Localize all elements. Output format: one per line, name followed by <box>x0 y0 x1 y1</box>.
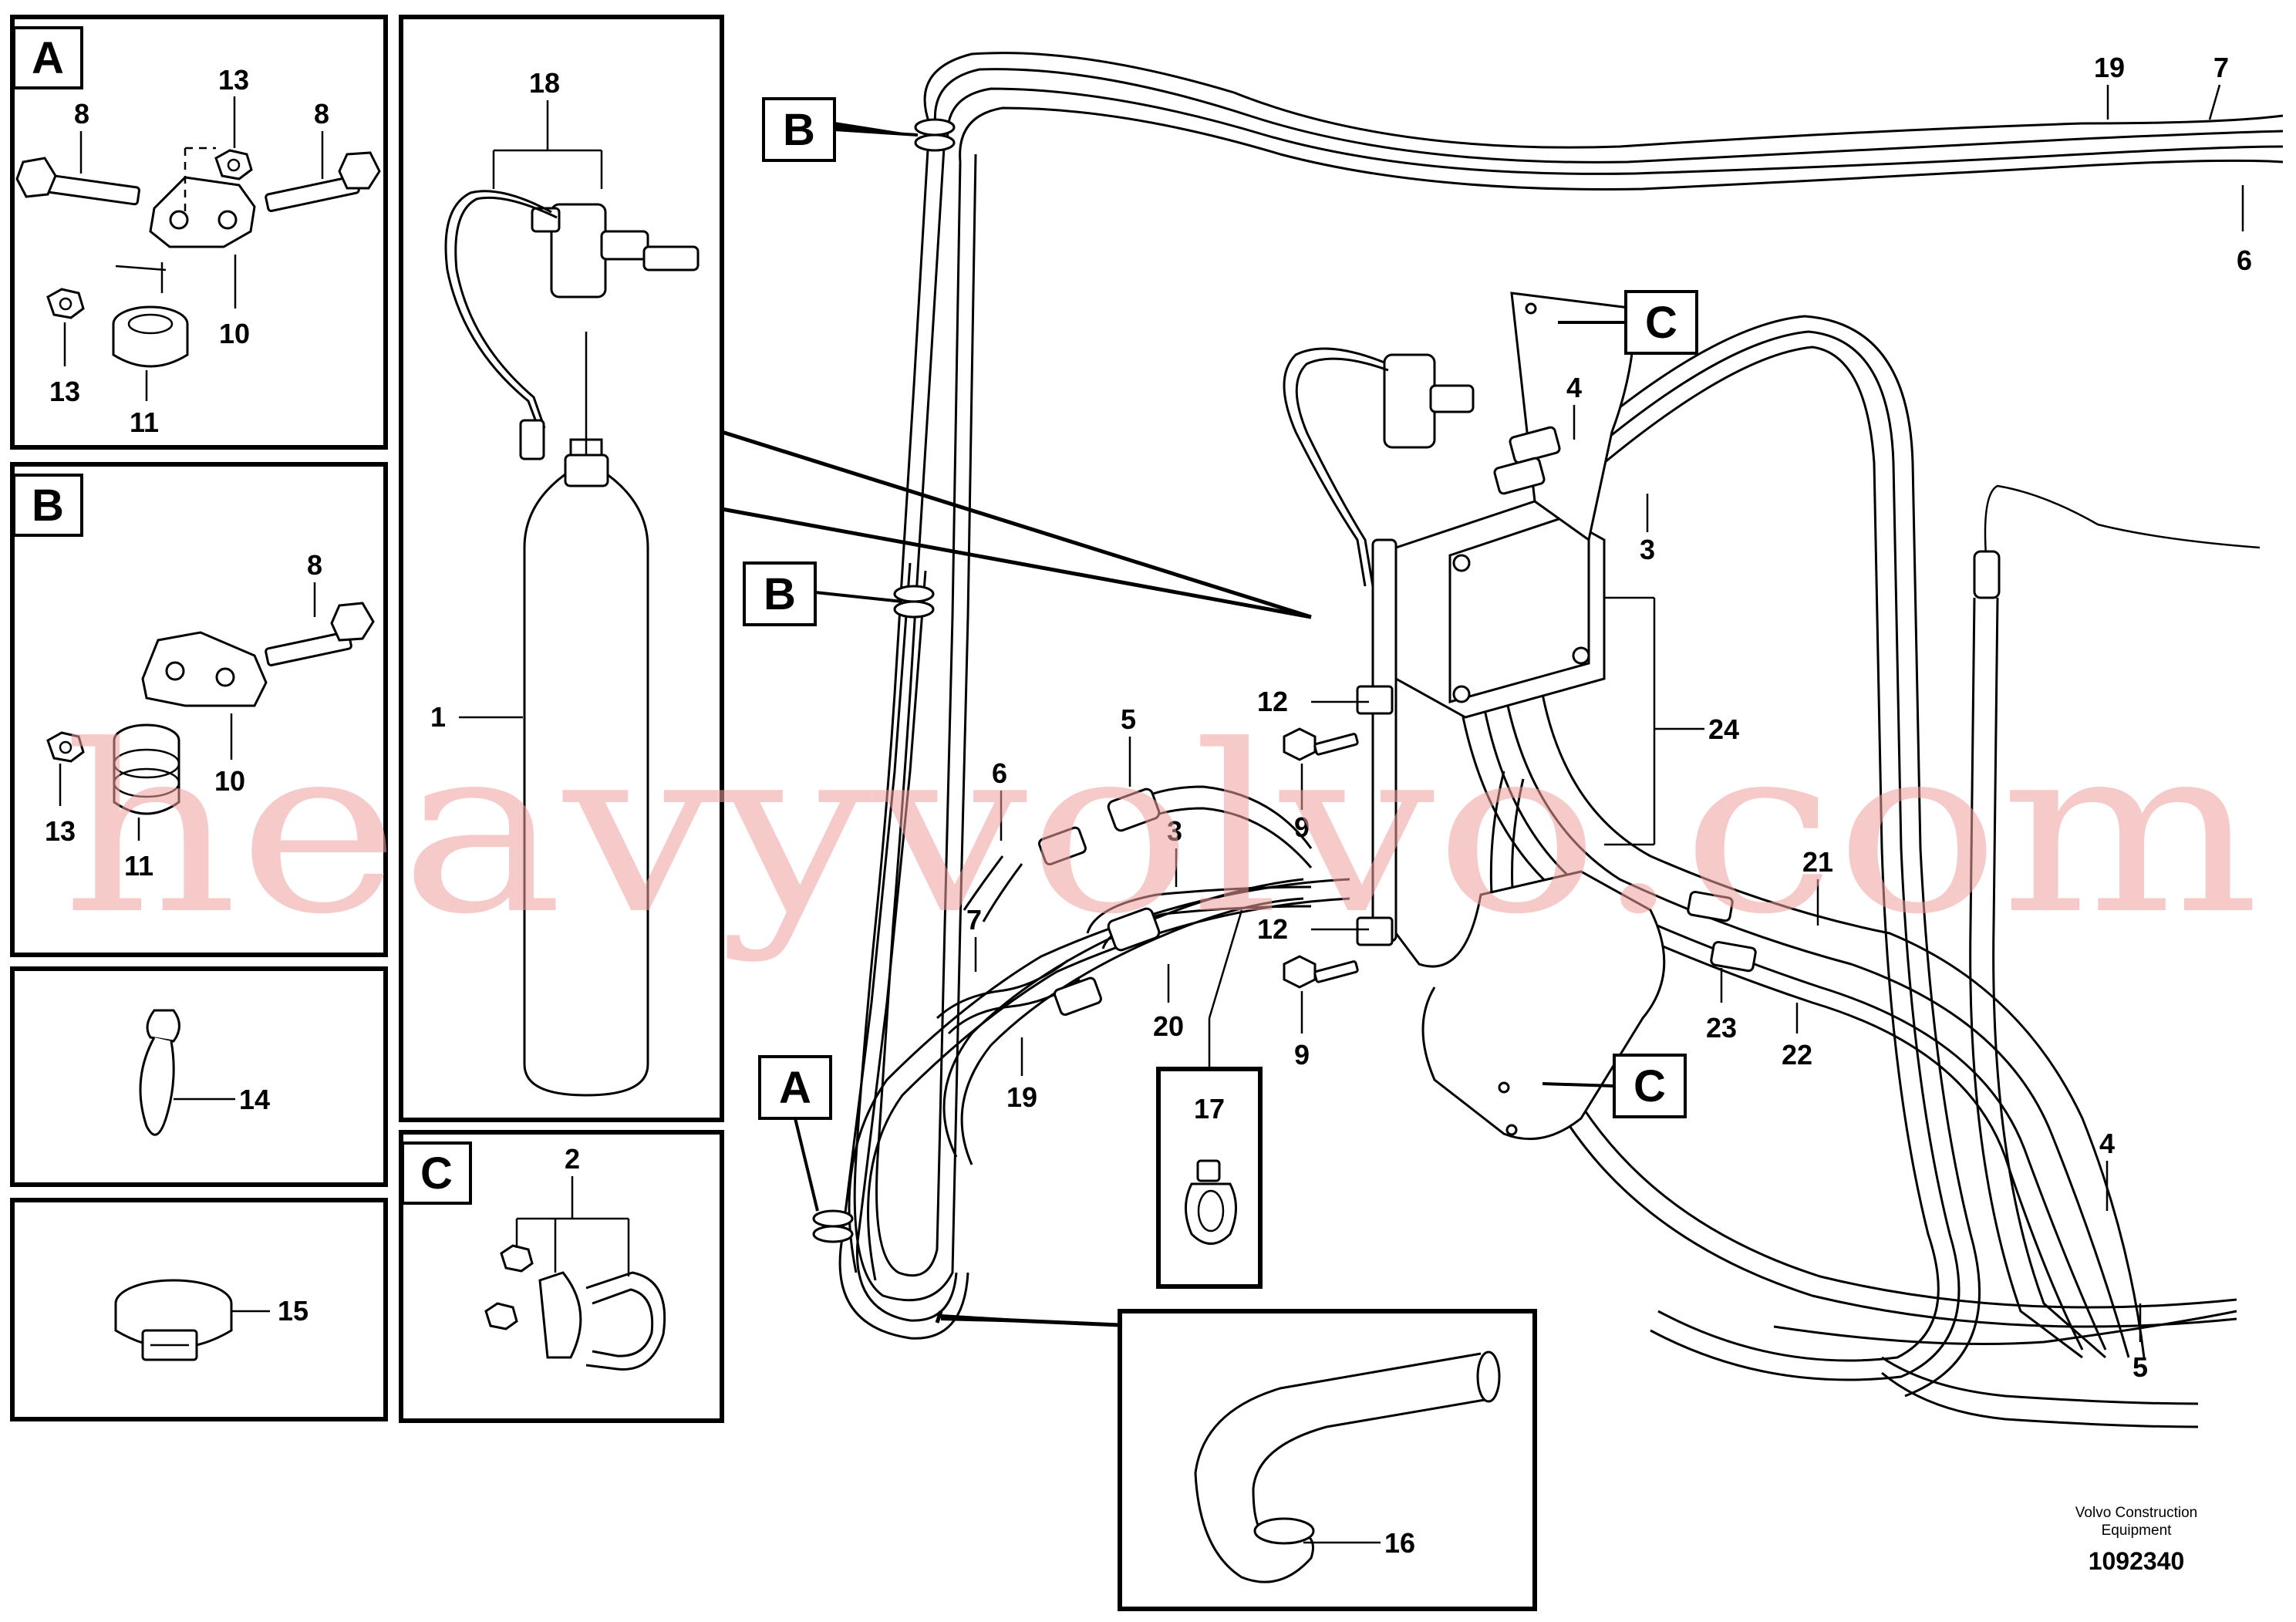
callout-8: 8 <box>307 549 322 581</box>
callout-letter-c: C <box>1645 298 1677 348</box>
p-clip-icon <box>1185 1159 1237 1245</box>
nut-icon <box>214 149 253 180</box>
callout-11: 11 <box>124 850 153 882</box>
connector-icon <box>1038 426 1757 1017</box>
drawing-number: 1092340 <box>2089 1547 2185 1575</box>
bolt-icon <box>265 151 381 212</box>
bracket-icon <box>141 631 268 707</box>
callout-9: 9 <box>1294 1039 1310 1071</box>
caption: Volvo Construction Equipment 1092340 <box>2075 1505 2197 1575</box>
callout-7: 7 <box>966 904 982 936</box>
callout-9: 9 <box>1294 811 1310 843</box>
panel-c-letter: C <box>420 1148 453 1199</box>
hose-elbow-icon <box>1194 1351 1501 1583</box>
callout-10: 10 <box>219 318 250 349</box>
callout-19: 19 <box>1006 1081 1037 1113</box>
detail-panel-hose-clamp: 15 <box>10 1198 388 1421</box>
valve-icon <box>531 203 700 298</box>
callout-16: 16 <box>1384 1527 1415 1559</box>
callout-13: 13 <box>218 64 249 96</box>
callout-13: 13 <box>45 815 76 847</box>
nut-icon <box>500 1244 534 1273</box>
bolt-icon <box>1283 955 1359 989</box>
callout-17: 17 <box>1194 1093 1225 1125</box>
watermark: heavyvolvo.com <box>62 696 2260 965</box>
nut-icon <box>484 1302 518 1330</box>
callout-13: 13 <box>49 376 80 407</box>
callout-5: 5 <box>2132 1351 2148 1383</box>
callout-3: 3 <box>1167 815 1182 847</box>
detail-panel-hose-elbow: 16 <box>940 1309 1537 1611</box>
callout-21: 21 <box>1802 846 1833 878</box>
detail-panel-cylinder: 18 1 <box>399 15 724 1122</box>
caption-company-line2: Equipment <box>2102 1523 2173 1539</box>
callout-11: 11 <box>130 406 159 438</box>
callout-15: 15 <box>278 1295 308 1327</box>
callout-24: 24 <box>1708 713 1739 745</box>
callout-10: 10 <box>214 765 245 797</box>
clip-icon <box>538 1271 666 1371</box>
callout-6: 6 <box>992 757 1007 789</box>
detail-panel-a: A <box>10 15 388 450</box>
detail-panel-c: C 2 <box>399 1130 724 1423</box>
nut-icon <box>46 288 85 319</box>
callout-2: 2 <box>565 1143 580 1175</box>
callout-1: 1 <box>430 701 446 733</box>
bracket-icon <box>149 147 256 248</box>
callout-18: 18 <box>529 67 560 99</box>
callout-letter-b: B <box>783 105 815 155</box>
callout-12: 12 <box>1257 686 1288 717</box>
callout-5: 5 <box>1121 703 1136 735</box>
bolt-icon <box>15 157 140 206</box>
hose-clamp-icon <box>114 1279 233 1361</box>
callout-4: 4 <box>2099 1128 2115 1159</box>
detail-panel-b: B 8 10 13 11 <box>10 462 388 957</box>
callout-8: 8 <box>314 98 329 130</box>
valve-icon <box>1283 347 1475 587</box>
panel-b-letter: B <box>32 481 64 531</box>
number-callouts: 19 7 6 4 3 24 12 12 9 9 5 6 <box>966 52 2252 1383</box>
bolt-icon <box>265 602 375 666</box>
callout-3: 3 <box>1640 534 1655 565</box>
grommet-icon <box>113 723 180 815</box>
main-hose-assembly <box>812 52 2284 1428</box>
caption-company: Volvo Construction <box>2075 1505 2197 1521</box>
callout-letter-c: C <box>1633 1061 1666 1111</box>
grommet-icon <box>112 262 189 368</box>
detail-panel-cable-tie: 14 <box>10 966 388 1187</box>
panel-a-letter: A <box>32 33 64 83</box>
callout-7: 7 <box>2213 52 2229 83</box>
callout-4: 4 <box>1566 372 1582 403</box>
cable-tie-icon <box>139 1009 180 1136</box>
callout-23: 23 <box>1706 1012 1737 1044</box>
detail-panel-clip: 17 <box>1156 909 1263 1289</box>
gas-cylinder-icon <box>523 332 649 1097</box>
callout-20: 20 <box>1153 1010 1184 1042</box>
callout-19: 19 <box>2094 52 2125 83</box>
bolt-icon <box>1283 727 1359 761</box>
callout-letter-b: B <box>764 569 796 619</box>
callout-6: 6 <box>2237 244 2252 276</box>
grommet-icon <box>812 118 956 1243</box>
letter-callouts: B B A C C <box>743 97 1698 1212</box>
sensor-line-icon <box>444 190 558 460</box>
nut-icon <box>46 731 85 763</box>
callout-12: 12 <box>1257 913 1288 945</box>
callout-letter-a: A <box>779 1063 811 1113</box>
callout-8: 8 <box>74 98 89 130</box>
callout-22: 22 <box>1782 1039 1812 1071</box>
callout-14: 14 <box>239 1084 270 1115</box>
